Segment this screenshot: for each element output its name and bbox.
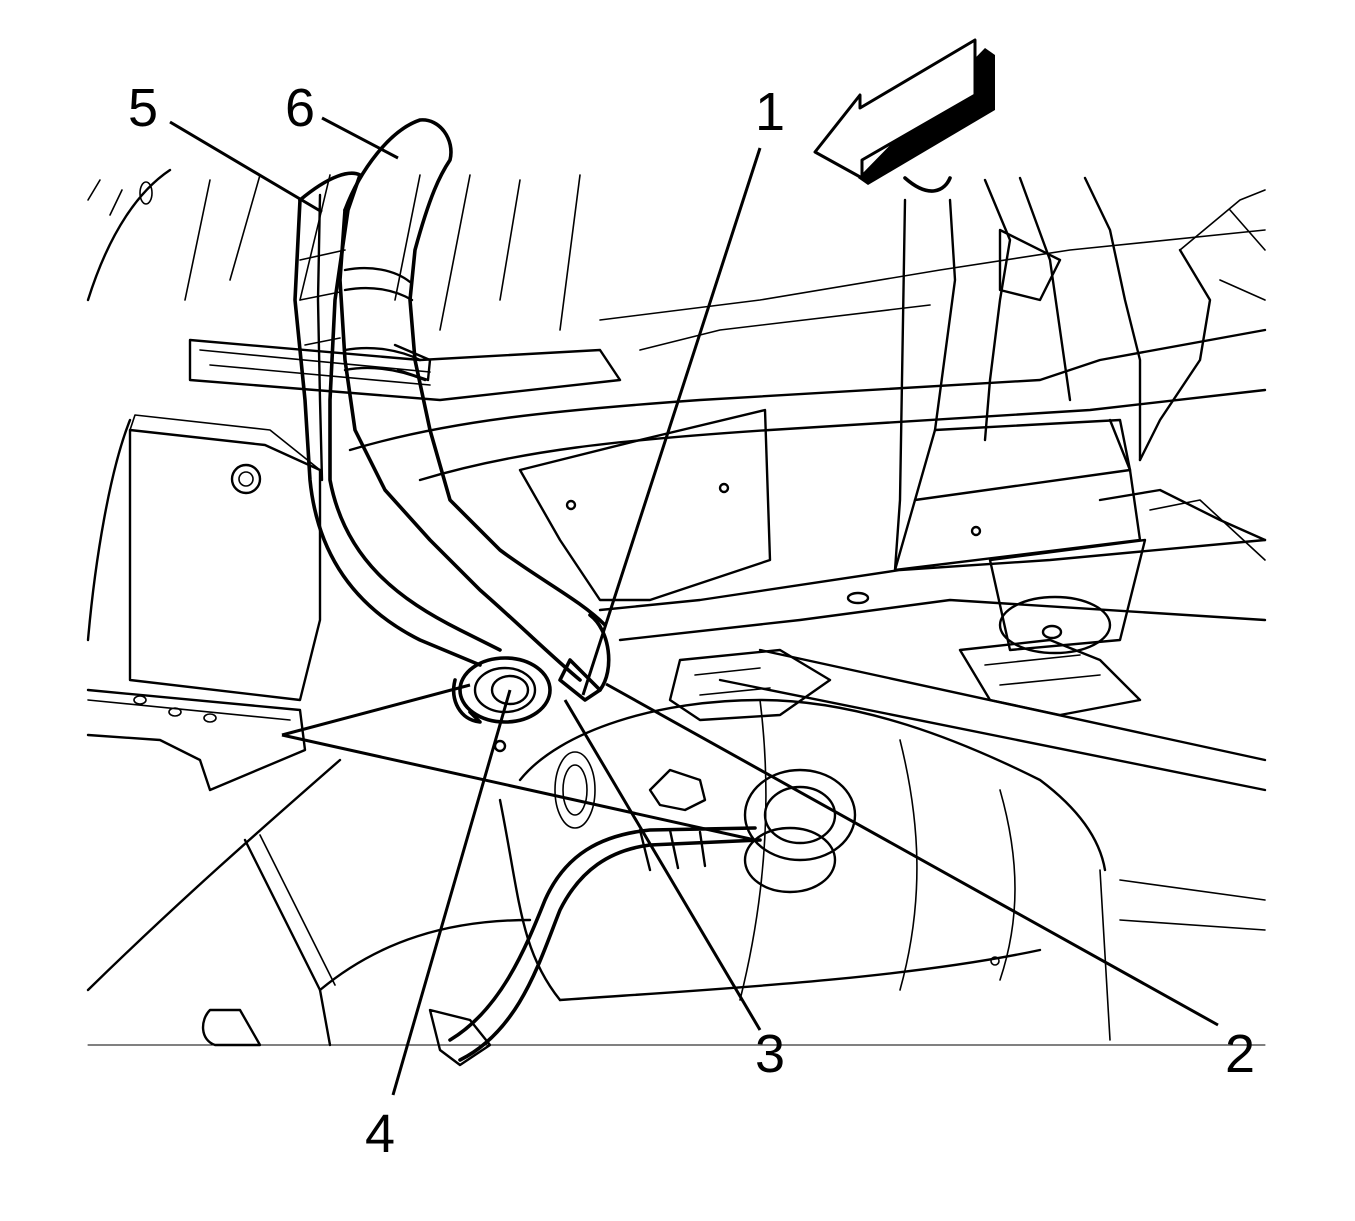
direction-arrow-icon	[813, 38, 995, 185]
leader-6	[321, 116, 399, 160]
leader-3	[563, 699, 762, 1031]
underbody-structure	[86, 168, 1267, 1047]
callout-3: 3	[755, 1024, 785, 1084]
callout-6: 6	[285, 78, 315, 138]
filler-pipe	[338, 118, 611, 724]
callout-1: 1	[755, 82, 785, 142]
leader-4b	[281, 683, 471, 737]
retaining-clip	[648, 768, 707, 812]
callout-2: 2	[1225, 1024, 1255, 1084]
leader-1	[581, 147, 762, 696]
fuel-line	[428, 826, 762, 1067]
leader-2	[605, 682, 1219, 1027]
leader-4c	[281, 733, 756, 842]
callout-4: 4	[365, 1104, 395, 1164]
leader-lines	[169, 116, 1219, 1096]
leader-4	[391, 689, 512, 1096]
callouts: 1 2 3 4 5 6	[128, 78, 1255, 1164]
leader-5	[169, 120, 323, 214]
filler-vent-hose	[293, 171, 502, 667]
callout-5: 5	[128, 78, 158, 138]
